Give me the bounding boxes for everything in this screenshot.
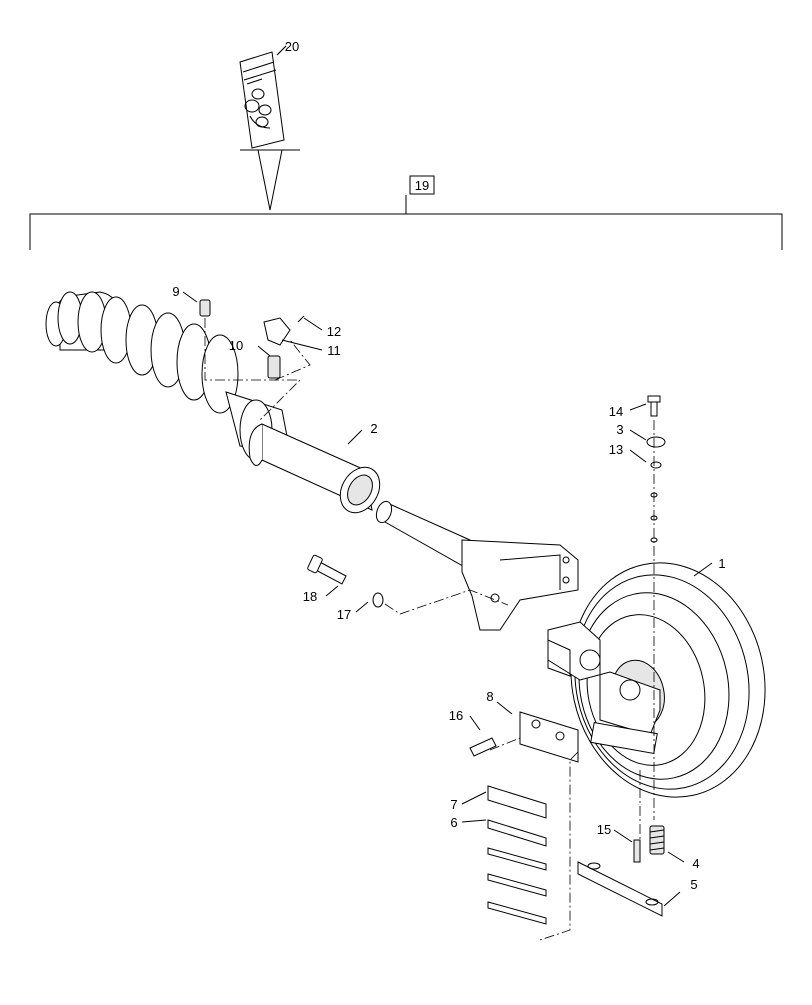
callout-15: 15 <box>597 822 611 837</box>
callout-11: 11 <box>327 343 341 358</box>
assembly-center-lines <box>204 318 655 941</box>
callout-9: 9 <box>172 284 179 299</box>
callout-7: 7 <box>450 797 457 812</box>
callout-3: 3 <box>616 422 623 437</box>
kit-arrow <box>240 149 300 211</box>
callout-10: 10 <box>229 338 243 353</box>
callout-14: 14 <box>609 404 623 419</box>
callout-12: 12 <box>327 324 341 339</box>
assembly-label-box <box>409 175 435 195</box>
assembly-bracket <box>29 175 783 250</box>
cylinder-illustration <box>248 423 381 514</box>
callout-18: 18 <box>303 589 317 604</box>
recoil-spring-illustration <box>45 291 291 461</box>
callout-leaders <box>182 45 713 907</box>
callout-2: 2 <box>370 421 377 436</box>
callout-6: 6 <box>450 815 457 830</box>
spring-plate-illustration <box>577 825 665 917</box>
plate-8-illustration <box>469 711 579 763</box>
bolt-9-illustration <box>199 299 211 317</box>
callout-20: 20 <box>285 39 299 54</box>
callout-13: 13 <box>609 442 623 457</box>
callout-4: 4 <box>692 856 699 871</box>
bolt-washer-nut-illustration <box>646 395 666 543</box>
bearing-block-illustration <box>547 621 661 754</box>
callout-5: 5 <box>690 877 697 892</box>
idler-wheel-illustration <box>570 562 766 798</box>
callout-1: 1 <box>718 556 725 571</box>
seal-kit-bag-illustration <box>239 51 285 149</box>
callout-8: 8 <box>486 689 493 704</box>
assembly-label: 19 <box>415 178 429 193</box>
shim-stack-illustration <box>487 785 547 925</box>
rod-yoke-illustration <box>375 500 579 631</box>
clip-fitting-illustration <box>263 315 305 379</box>
callout-17: 17 <box>337 607 351 622</box>
callout-16: 16 <box>449 708 463 723</box>
bolt-18-illustration <box>307 554 384 608</box>
